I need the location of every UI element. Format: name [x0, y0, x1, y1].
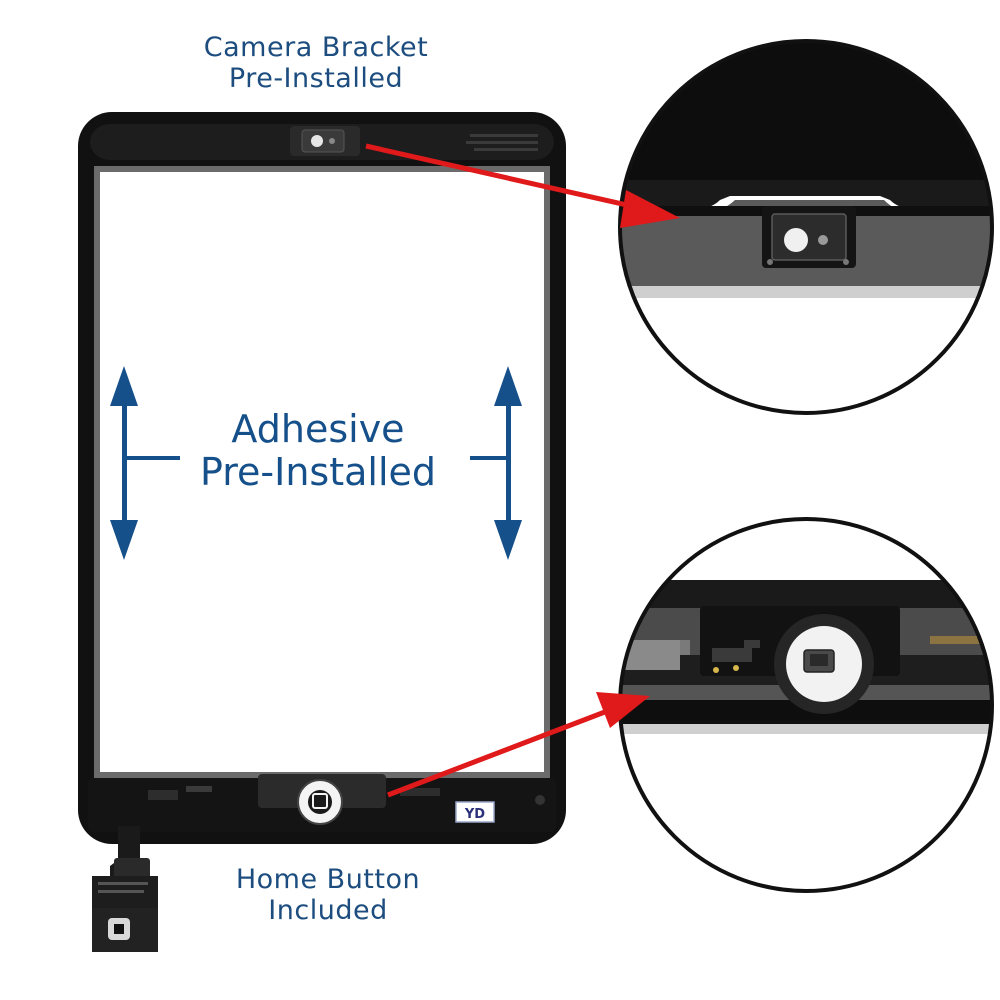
- digitizer-panel: [78, 112, 566, 952]
- home-zoom-circle: [618, 517, 994, 893]
- home-callout-line: [387, 707, 611, 798]
- left-adhesive-arrow-shaft: [122, 398, 127, 534]
- right-adhesive-arrow-shaft: [506, 398, 511, 534]
- camera-label-line1: Camera Bracket: [203, 32, 429, 63]
- left-adhesive-arrow-up-icon: [110, 366, 138, 406]
- camera-hole-icon: [311, 135, 323, 147]
- callout-arrows: [365, 143, 680, 798]
- home-label-line2: Included: [268, 895, 388, 927]
- right-adhesive-arrow-up-icon: [494, 366, 522, 406]
- right-adhesive-tick: [470, 456, 508, 460]
- zoom-camera-hole-icon: [784, 228, 808, 252]
- camera-bracket-label: Camera Bracket Pre-Installed: [166, 32, 466, 94]
- yd-sticker-text: YD: [464, 807, 485, 822]
- adhesive-label-line2: Pre-Installed: [199, 449, 436, 494]
- camera-label-line2: Pre-Installed: [228, 63, 404, 95]
- right-adhesive-arrow-down-icon: [494, 520, 522, 560]
- camera-callout-arrow-icon: [620, 190, 680, 228]
- yd-sticker: [455, 801, 495, 823]
- home-button-label: Home Button Included: [178, 864, 478, 926]
- home-callout-arrow-icon: [596, 692, 650, 728]
- left-adhesive-tick: [124, 456, 180, 460]
- adhesive-label-line1: Adhesive: [231, 407, 405, 451]
- camera-zoom-ring: [618, 39, 994, 415]
- adhesive-arrows: [110, 366, 522, 560]
- camera-zoom-circle: [618, 39, 994, 415]
- adhesive-label: Adhesive Pre-Installed: [168, 408, 468, 493]
- camera-callout-line: [365, 143, 641, 211]
- home-label-line1: Home Button: [235, 864, 421, 895]
- panel-glass-area: [100, 172, 544, 772]
- left-adhesive-arrow-down-icon: [110, 520, 138, 560]
